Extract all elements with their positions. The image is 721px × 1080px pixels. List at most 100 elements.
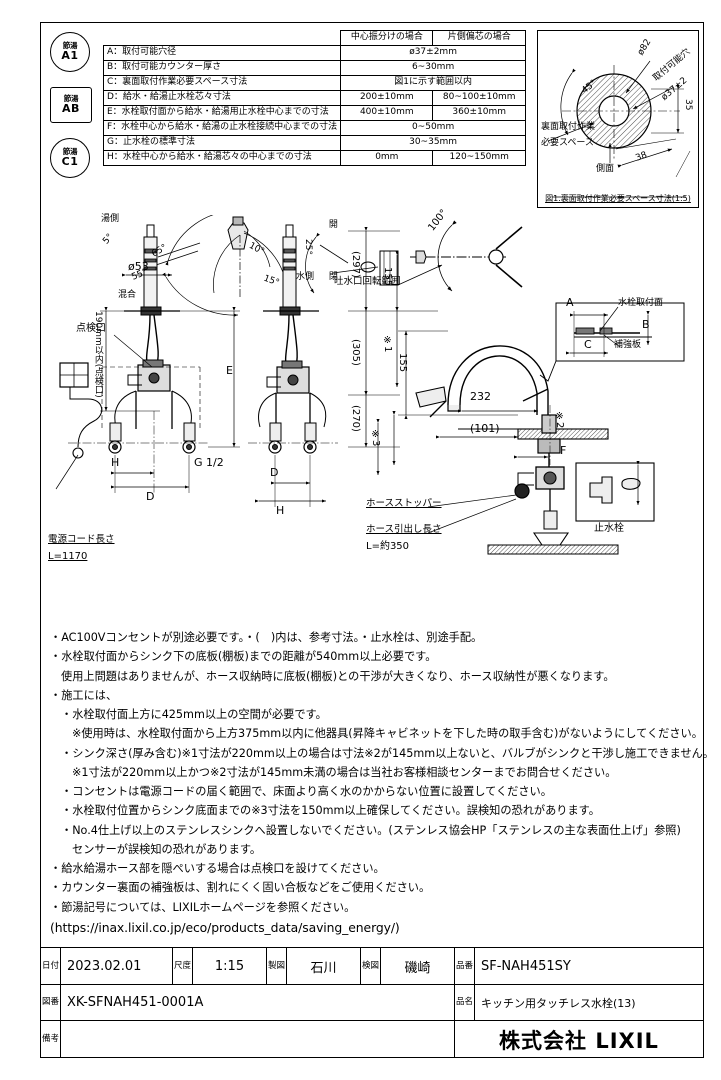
note-line: ※使用時は、水栓取付面から上方375mm以内に他器具(昇降キャビネットを下した時…: [72, 727, 703, 741]
power-cord-length: L=1170: [48, 551, 88, 562]
right-section-view: [376, 220, 685, 555]
fig1-panel: 45° ø82 取付可能穴 ø37±2 裏面取付作業 必要スペース 側面 35 …: [537, 30, 699, 208]
stop-valve-label: 止水栓: [594, 523, 624, 534]
note-mark-1: ※1: [382, 335, 393, 353]
note-line: ※1寸法が220mm以上かつ※2寸法が145mm未満の場合は当社お客様相談センタ…: [72, 765, 617, 779]
dim-155-mid-label: 155: [382, 267, 393, 287]
spout-rotation-range-label: 吐水口回転範囲: [334, 276, 401, 287]
eco-badge-a1-top: 節湯: [62, 41, 78, 51]
eco-badge-a1: 節湯 A1: [50, 32, 90, 72]
dwg-no-value: XK-SFNAH451-0001A: [61, 985, 455, 1021]
dim-D-left-label: D: [146, 490, 155, 503]
eco-badge-c1: 節湯 C1: [50, 138, 90, 178]
lever-angle-25: 25°: [302, 239, 313, 255]
spec-label-d: D：給水・給湯止水栓芯々寸法: [102, 90, 342, 106]
product-name-value: キッチン用タッチレス水栓(13): [475, 985, 703, 1021]
eco-badge-ab-top: 節湯: [63, 94, 79, 104]
fig1-caption: 図1.裏面取付作業必要スペース寸法(1:5): [545, 194, 691, 203]
detail-dim-B-label: B: [642, 318, 650, 331]
fig1-diagram: [547, 60, 691, 198]
spec-value-d-center: 200±10mm: [340, 90, 434, 106]
table-row: G：止水栓の標準寸法 30~35mm: [102, 135, 526, 151]
spec-value-d-offset: 80~100±10mm: [432, 90, 526, 106]
note-line: ・節湯記号については、LIXILホームページを参照ください。: [50, 900, 356, 914]
note-line: 使用上問題はありませんが、ホース収納時に底板(棚板)との干渉が大きくなり、ホース…: [61, 669, 615, 683]
table-row: C：裏面取付作業必要スペース寸法 図1に示す範囲以内: [102, 75, 526, 91]
note-line: ・水栓取付面上方に425mm以上の空間が必要です。: [61, 708, 327, 722]
spec-value-c: 図1に示す範囲以内: [340, 75, 526, 91]
spec-value-h-offset: 120~150mm: [432, 150, 526, 166]
note-line: ・No.4仕上げ以上のステンレスシンクへ設置しないでください。(ステンレス協会H…: [61, 823, 681, 837]
product-name-key: 品名: [455, 985, 475, 1021]
hose-pullout-length: L=約350: [366, 541, 410, 552]
part-no-key: 品番: [455, 948, 475, 985]
date-value: 2023.02.01: [61, 948, 173, 985]
thread-G12-label: G 1/2: [194, 456, 224, 469]
spec-label-c: C：裏面取付作業必要スペース寸法: [102, 75, 342, 91]
fig1-space-label-2: 必要スペース: [541, 138, 594, 148]
spec-value-g: 30~35mm: [340, 135, 526, 151]
scale-value: 1:15: [193, 948, 267, 985]
spec-label-f: F：水栓中心から給水・給湯の止水栓接続中心までの寸法: [102, 120, 342, 136]
dim-297-label: (297): [350, 251, 361, 278]
sheet-frame: [40, 22, 704, 1058]
note-line: ・AC100Vコンセントが別途必要です。・( )内は、参考寸法。・止水栓は、別途…: [50, 631, 483, 644]
note-line: ・施工には、: [50, 688, 118, 702]
spec-label-e: E：水栓取付面から給水・給湯用止水栓中心までの寸法: [102, 105, 342, 121]
dim-E-label: E: [226, 364, 233, 377]
spec-label-a: A：取付可能穴径: [102, 45, 342, 61]
notes-url[interactable]: (https://inax.lixil.co.jp/eco/products_d…: [50, 919, 400, 935]
title-block: 日付 2023.02.01 尺度 1:15 製図 石川 検図 磯崎 品番 SF-…: [41, 947, 703, 1058]
remarks-key: 備考: [41, 1021, 61, 1058]
dim-F-label: F: [560, 444, 567, 457]
note-mark-3: ※3: [370, 429, 381, 447]
table-row: B：取付可能カウンター厚さ 6~30mm: [102, 60, 526, 76]
dwg-no-key: 図番: [41, 985, 61, 1021]
eco-badge-a1-code: A1: [61, 49, 79, 63]
spec-value-e-offset: 360±10mm: [432, 105, 526, 121]
fig1-side-label: 側面: [596, 164, 615, 174]
title-block-row-2: 図番 XK-SFNAH451-0001A 品名 キッチン用タッチレス水栓(13): [41, 985, 703, 1021]
dia-53-label: ø53: [128, 260, 149, 273]
note-line: センサーが誤検知の恐れがあります。: [72, 842, 262, 856]
note-line: ・水栓取付面からシンク下の底板(棚板)までの距離が540mm以上必要です。: [50, 650, 437, 664]
spec-label-h: H：水栓中心から給水・給湯芯々の中心までの寸法: [102, 150, 342, 166]
spec-table-section: 節湯 A1 節湯 AB 節湯 C1 中心振分けの場合 片側偏芯の場合 A：取付可…: [48, 30, 526, 182]
spec-table: 中心振分けの場合 片側偏芯の場合 A：取付可能穴径 ø37±2mm B：取付可能…: [102, 30, 526, 166]
detail-dim-C-label: C: [584, 338, 592, 351]
mount-face-label: 水栓取付面: [618, 298, 664, 308]
eco-badge-ab: 節湯 AB: [50, 87, 92, 123]
fig1-dim-35: 35: [682, 99, 693, 111]
spec-value-a: ø37±2mm: [340, 45, 526, 61]
spec-header-center: 中心振分けの場合: [340, 30, 434, 46]
lever-cold-side-label: 水側: [296, 272, 315, 282]
spec-table-header-row: 中心振分けの場合 片側偏芯の場合: [104, 30, 526, 46]
checker-value: 磯崎: [381, 948, 455, 985]
lever-open-label: 開: [326, 219, 337, 228]
drafter-value: 石川: [287, 948, 361, 985]
technical-drawing-svg: [55, 215, 685, 555]
drafter-key: 製図: [267, 948, 287, 985]
dim-232-label: 232: [470, 390, 491, 403]
dim-155-right-label: 155: [397, 353, 408, 373]
part-no-value: SF-NAH451SY: [475, 948, 703, 985]
spec-header-blank: [104, 31, 341, 46]
note-line: ・シンク深さ(厚み含む)※1寸法が220mm以上の場合は寸法※2が145mm以上…: [61, 746, 715, 760]
table-row: A：取付可能穴径 ø37±2mm: [102, 45, 526, 61]
inspection-port-label: 点検口: [76, 323, 106, 334]
spec-header-offset: 片側偏芯の場合: [432, 30, 526, 46]
lever-hot-side-label: 湯側: [101, 214, 120, 224]
note-line: ・給水給湯ホース部を隠ぺいする場合は点検口を設けてください。: [50, 862, 385, 876]
dim-D-mid-label: D: [270, 466, 279, 479]
note-line: ・コンセントは電源コードの届く範囲で、床面より高く水のかからない位置に設置してく…: [61, 785, 552, 799]
spec-label-b: B：取付可能カウンター厚さ: [102, 60, 342, 76]
spec-value-b: 6~30mm: [340, 60, 526, 76]
inspection-height-label: 190mm以内(点検口): [92, 311, 103, 398]
backing-plate-label: 補強板: [614, 340, 642, 350]
note-line: ・カウンター裏面の補強板は、割れにくく固い合板などをご使用ください。: [50, 881, 431, 895]
dim-270-label: (270): [350, 405, 361, 432]
notes-section: ・AC100Vコンセントが別途必要です。・( )内は、参考寸法。・止水栓は、別途…: [50, 628, 715, 938]
hose-pullout-label: ホース引出し長さ: [366, 524, 442, 535]
detail-dim-A-label: A: [566, 296, 574, 309]
